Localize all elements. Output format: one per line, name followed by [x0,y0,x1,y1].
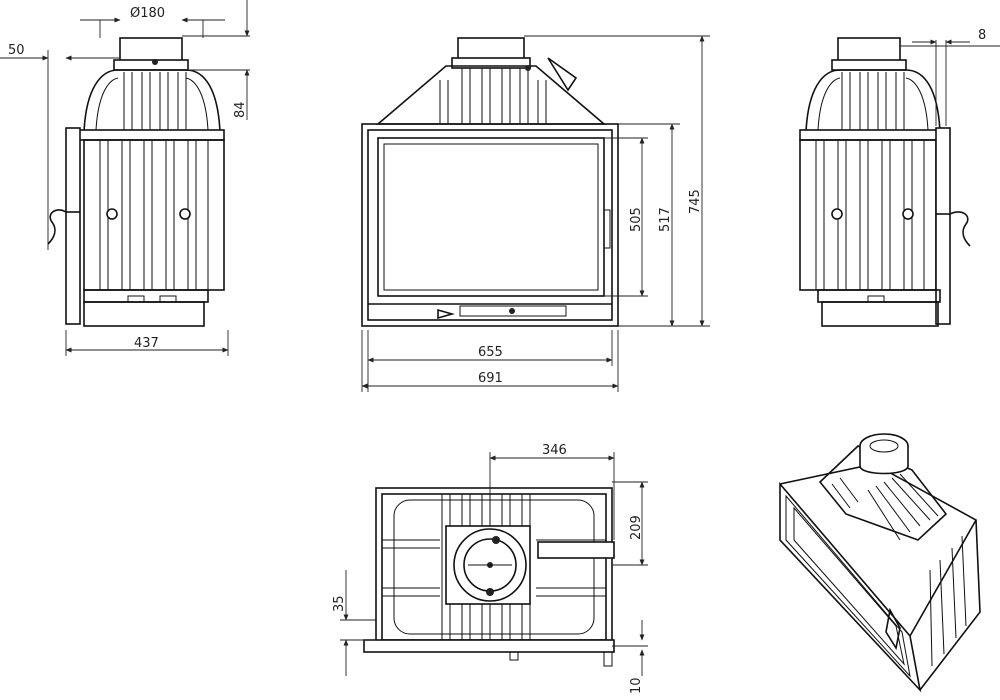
dimension-lines-front [361,35,710,392]
dim-flue-diameter: Ø180 [130,6,165,21]
dimension-lines-right [900,39,1000,126]
dimension-lines-left [0,0,250,356]
isometric-view [779,433,981,693]
dim-top-height: 84 [233,101,248,118]
dimension-lines-top [340,452,648,676]
dim-right-offset: 8 [978,28,986,43]
front-view [361,37,619,327]
right-side-view [799,37,971,327]
dim-top-view-rear: 35 [332,595,347,612]
dim-side-offset: 50 [8,43,25,58]
dim-side-depth: 437 [134,336,159,351]
dim-top-view-width: 346 [542,443,567,458]
dim-top-view-depth: 209 [629,515,644,540]
dim-front-outer-width: 691 [478,371,503,386]
dim-glass-height: 505 [629,207,644,232]
left-side-view [47,37,225,327]
dim-total-height: 745 [688,189,703,214]
dim-front-inner-width: 655 [478,345,503,360]
dim-top-view-bottom: 10 [629,677,644,694]
dim-door-height: 517 [658,207,673,232]
top-view [363,487,615,667]
